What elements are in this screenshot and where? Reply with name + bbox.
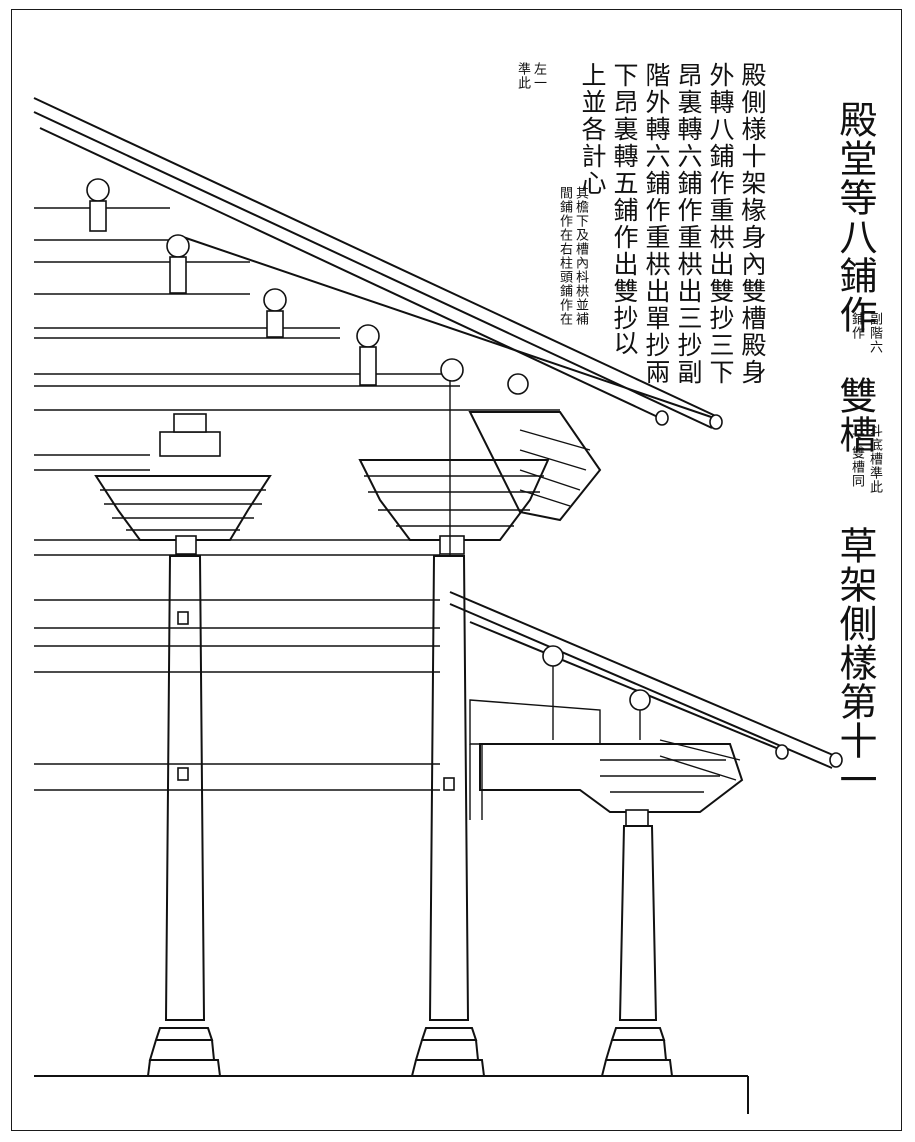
lower-rafters bbox=[449, 591, 843, 769]
description-note-6b: 間鋪作在右柱頭鋪作在 bbox=[557, 186, 572, 326]
description-line-5: 下昂裏轉五鋪作出雙抄 bbox=[610, 62, 639, 332]
side-aisle-wall bbox=[469, 699, 601, 820]
column-left bbox=[146, 555, 222, 1077]
horizontal-beams bbox=[34, 207, 560, 791]
description-note-7a: 左一 bbox=[531, 62, 546, 90]
description-note-6a: 其檐下及槽內枓栱並補 bbox=[573, 186, 588, 326]
title-note-2a: 斗底槽準此 bbox=[867, 424, 882, 494]
bracket-set-lower bbox=[479, 739, 744, 827]
title-main-2: 雙槽 bbox=[833, 376, 877, 454]
title-note-2b: 下雙槽同 bbox=[849, 432, 864, 488]
description-line-5b: 以 bbox=[610, 330, 639, 357]
description-line-1: 殿側様十架椽身內雙槽殿身 bbox=[738, 62, 767, 386]
column-middle bbox=[410, 380, 486, 1077]
platform bbox=[34, 1075, 749, 1114]
bracket-set-middle bbox=[358, 411, 602, 555]
title-note-1b: 鋪作 bbox=[849, 312, 864, 340]
description-note-7b: 準此 bbox=[515, 62, 530, 90]
title-note-1a: 副階六 bbox=[867, 312, 882, 354]
upper-rafters bbox=[33, 97, 723, 430]
description-line-4: 階外轉六鋪作重栱出單抄兩 bbox=[642, 62, 671, 386]
purlins bbox=[86, 178, 651, 740]
description-line-3: 昂裏轉六鋪作重栱出三抄副 bbox=[674, 62, 703, 386]
description-line-6: 上並各計心 bbox=[578, 62, 607, 197]
column-right bbox=[600, 825, 674, 1077]
title-main-1: 殿堂等八鋪作 bbox=[833, 100, 877, 334]
bracket-set-left bbox=[94, 413, 272, 555]
description-line-2: 外轉八鋪作重栱出雙抄三下 bbox=[706, 62, 735, 386]
page-border bbox=[11, 9, 902, 1131]
title-main-3: 草架側樣第十一 bbox=[833, 526, 877, 799]
